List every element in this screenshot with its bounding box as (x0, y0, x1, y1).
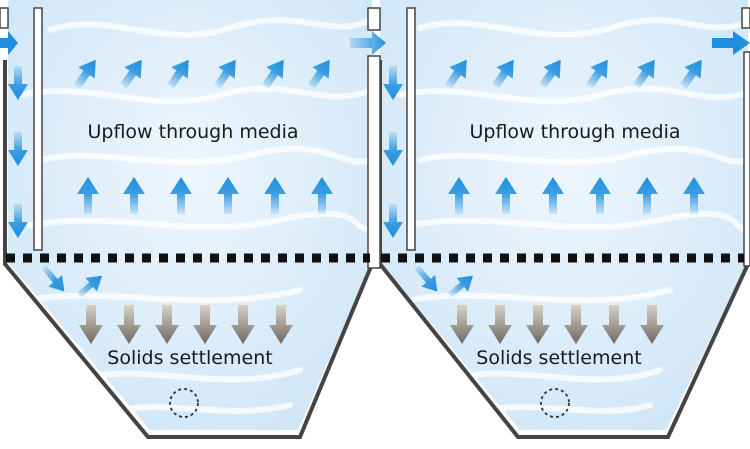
arrow-up-icon (492, 59, 514, 89)
arrow-up-icon (633, 59, 655, 89)
drain-circle-icon (540, 388, 570, 418)
arrow-down-icon (640, 305, 664, 344)
arrow-down-icon (193, 305, 217, 344)
left-top-arrows (74, 59, 330, 89)
arrow-up-icon (217, 177, 239, 214)
arrow-down-icon (8, 204, 28, 238)
flow-arrows (0, 31, 750, 344)
right-mid-arrows (448, 177, 705, 214)
arrow-up-icon (448, 177, 470, 214)
arrow-down-icon (8, 66, 28, 100)
right-outer-wall-top (741, 7, 750, 29)
arrow-down-icon (8, 132, 28, 166)
right-settlement-label: Solids settlement (476, 347, 641, 369)
arrow-up-icon (123, 177, 145, 214)
arrow-down-icon (231, 305, 255, 344)
arrow-up-icon (120, 59, 142, 89)
arrow-up-icon (448, 275, 473, 298)
arrow-down-icon (564, 305, 588, 344)
arrow-up-icon (589, 177, 611, 214)
arrow-down-icon (383, 66, 403, 100)
arrow-down-icon (155, 305, 179, 344)
left-outer-wall-top (0, 7, 9, 29)
arrow-up-icon (683, 177, 705, 214)
arrow-down-icon (526, 305, 550, 344)
arrow-up-icon (77, 275, 102, 298)
right-top-arrows (445, 59, 702, 89)
left-water-swirls (17, 17, 375, 414)
arrow-right-icon (0, 31, 18, 55)
left-settlement-arrows (79, 305, 293, 344)
left-upflow-label: Upflow through media (87, 121, 298, 143)
arrow-up-icon (636, 177, 658, 214)
arrow-up-icon (539, 59, 561, 89)
arrow-up-icon (680, 59, 702, 89)
middle-wall (367, 55, 381, 269)
arrow-up-icon (77, 177, 99, 214)
arrow-down-icon (488, 305, 512, 344)
left-baffle (33, 7, 43, 251)
arrow-down-icon (450, 305, 474, 344)
arrow-up-icon (542, 177, 564, 214)
arrow-down-icon (79, 305, 103, 344)
drains (169, 388, 570, 418)
arrow-up-icon (586, 59, 608, 89)
right-upflow-label: Upflow through media (469, 121, 680, 143)
arrow-right-icon (350, 31, 386, 55)
arrow-up-icon (167, 59, 189, 89)
middle-wall-top (367, 7, 381, 31)
arrow-down-icon (383, 132, 403, 166)
arrow-up-icon (311, 177, 333, 214)
arrow-down-icon (117, 305, 141, 344)
arrow-down-icon (414, 265, 438, 292)
arrow-up-icon (214, 59, 236, 89)
right-water-swirls (397, 17, 750, 414)
arrow-up-icon (170, 177, 192, 214)
arrow-up-icon (308, 59, 330, 89)
arrow-down-icon (602, 305, 626, 344)
arrow-right-icon (712, 31, 750, 55)
right-baffle (406, 7, 416, 251)
right-settlement-arrows (450, 305, 664, 344)
arrow-up-icon (445, 59, 467, 89)
drain-circle-icon (169, 388, 199, 418)
inner-walls (0, 7, 750, 269)
arrow-up-icon (495, 177, 517, 214)
arrow-down-icon (383, 204, 403, 238)
left-settlement-label: Solids settlement (107, 347, 272, 369)
arrow-down-icon (269, 305, 293, 344)
arrow-up-icon (262, 59, 284, 89)
arrow-up-icon (74, 59, 96, 89)
arrow-down-icon (41, 265, 65, 292)
arrow-up-icon (264, 177, 286, 214)
left-mid-arrows (77, 177, 333, 214)
right-outer-wall (743, 51, 750, 267)
